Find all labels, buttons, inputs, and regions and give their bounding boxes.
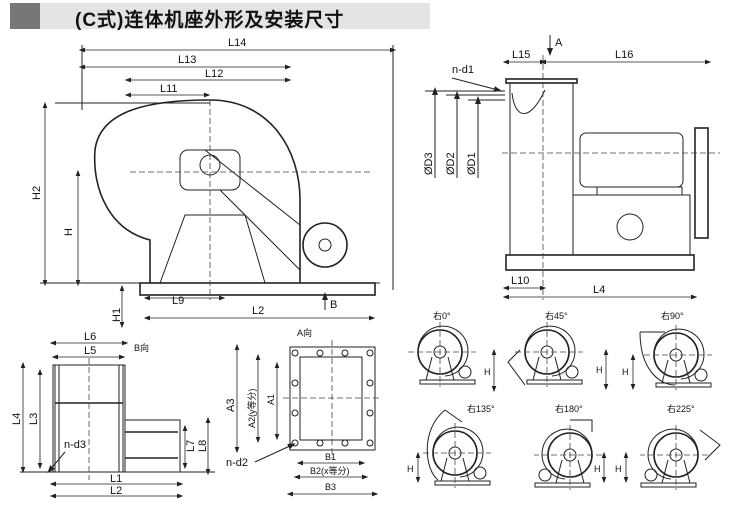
dim-L14: L14 [228, 37, 246, 49]
label-n-d2: n-d2 [226, 457, 248, 469]
title-bar: (C式)连体机座外形及安装尺寸 [10, 3, 430, 31]
dim-L7: L7 [185, 440, 197, 452]
dim-base-L2: L2 [110, 485, 122, 497]
dim-A1: A1 [266, 394, 276, 405]
base-view: L6 L5 B向 L4 L3 n-d3 L7 L8 L1 L2 [11, 331, 215, 499]
dim-L13: L13 [178, 54, 196, 66]
dim-B1: B1 [325, 452, 336, 462]
base-frame [139, 282, 376, 296]
view-arrow-B: B [330, 299, 337, 311]
dim-B2: B2(x等分) [310, 465, 350, 476]
dim-L9: L9 [172, 295, 184, 307]
dim-L16: L16 [615, 49, 633, 61]
rotation-views: 右0° H 右45° H 右90° H 右135° H 右180° H [407, 310, 721, 490]
dim-A3: A3 [225, 399, 237, 412]
volute-housing [93, 99, 301, 283]
dim-L15: L15 [512, 49, 530, 61]
rotation-label: 右225° [667, 403, 695, 414]
label-n-d1: n-d1 [452, 64, 474, 76]
title-accent-block [10, 3, 40, 29]
rotation-height-label: H [596, 365, 603, 375]
base-box [572, 194, 691, 256]
dim-L11: L11 [160, 83, 178, 95]
dim-D1: ØD1 [466, 152, 478, 175]
dim-A2: A2(y等分) [246, 388, 257, 428]
dim-B3: B3 [325, 482, 336, 492]
rotation-right-135: 右135° H [407, 403, 495, 488]
pulley [694, 127, 709, 239]
flange-view: A向 A3 A2(y等分) A1 n-d2 B1 B2(x等分) B3 [225, 327, 382, 497]
dim-H1: H1 [111, 308, 123, 322]
rotation-height-label: H [407, 464, 414, 474]
dim-D2: ØD2 [445, 152, 457, 175]
inlet-box [509, 82, 574, 256]
belt [204, 149, 301, 271]
rotation-label: 右135° [467, 403, 495, 414]
rotation-height-label: H [615, 464, 622, 474]
rotation-label: 右0° [433, 310, 451, 321]
dim-base-L6: L6 [84, 331, 96, 343]
dim-H2: H2 [31, 186, 43, 200]
page-title: (C式)连体机座外形及安装尺寸 [75, 10, 345, 31]
dim-base-L5: L5 [84, 345, 96, 357]
view-arrow-A: A [555, 37, 563, 49]
rotation-right-45: 右45° H [507, 310, 609, 391]
dim-base-L1: L1 [110, 473, 122, 485]
rotation-height-label: H [594, 464, 601, 474]
dim-H: H [63, 228, 75, 236]
rotation-right-90: 右90° H [622, 310, 713, 391]
dim-L2: L2 [252, 305, 264, 317]
front-view: L14 L13 L12 L11 H2 H H1 L9 L2 B [31, 37, 397, 329]
dim-L4: L4 [593, 284, 605, 296]
dim-L8: L8 [197, 440, 209, 452]
bearing-housing [579, 132, 684, 188]
dim-D3: ØD3 [423, 152, 435, 175]
rotation-label: 右90° [661, 310, 684, 321]
label-B-direction: B向 [134, 342, 149, 353]
rotation-label: 右180° [555, 403, 583, 414]
rotation-right-0: 右0° H [407, 310, 497, 393]
dim-L10: L10 [511, 275, 529, 287]
dim-base-L4: L4 [11, 413, 23, 425]
rotation-right-225: 右225° H [615, 403, 721, 490]
rotation-label: 右45° [545, 310, 568, 321]
rotation-height-label: H [484, 367, 491, 377]
label-A-direction: A向 [297, 327, 312, 338]
rotation-right-180: 右180° H [533, 403, 607, 490]
rotation-height-label: H [622, 367, 629, 377]
dim-L12: L12 [205, 68, 223, 80]
side-view: L15 L16 A n-d1 ØD3 ØD2 ØD1 L10 L4 [423, 35, 720, 300]
pedestal [159, 214, 266, 284]
dim-base-L3: L3 [28, 413, 40, 425]
motor [302, 222, 348, 268]
label-n-d3: n-d3 [64, 439, 86, 451]
